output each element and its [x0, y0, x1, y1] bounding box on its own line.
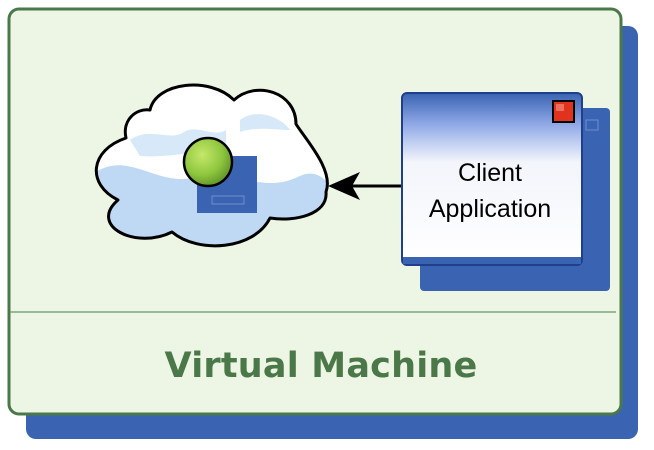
client-label-line-2: Application	[429, 195, 551, 223]
client-application-window[interactable]: Client Application	[401, 92, 583, 266]
close-square-highlight	[556, 104, 564, 111]
vm-label: Virtual Machine	[165, 346, 478, 386]
window-bottom-bar	[403, 257, 581, 264]
green-dot-icon	[182, 136, 234, 188]
request-arrow	[328, 172, 402, 200]
client-label-line-1: Client	[458, 159, 522, 187]
service-square-fold	[211, 195, 245, 205]
window-shadow-mark	[585, 119, 599, 131]
